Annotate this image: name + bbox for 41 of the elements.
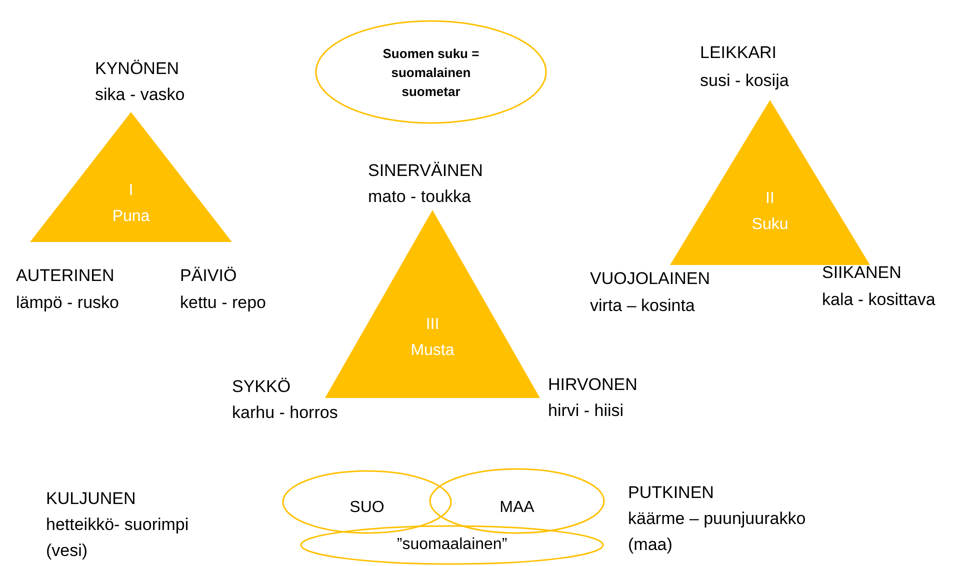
clan-label: VUOJOLAINEN: [590, 268, 710, 290]
ellipse-label: SUO: [350, 498, 384, 518]
clan-label: AUTERINEN: [16, 265, 114, 287]
clan-label: KULJUNEN: [46, 488, 136, 510]
clan-label: hirvi - hiisi: [548, 400, 624, 422]
triangle-label: II: [766, 189, 774, 209]
triangle: [325, 210, 540, 398]
clan-label: kala - kosittava: [822, 289, 936, 311]
ellipse: [282, 470, 452, 534]
clan-label: lämpö - rusko: [16, 292, 119, 314]
clan-label: (vesi): [46, 540, 88, 562]
ellipse: [315, 20, 547, 124]
ellipse: [429, 468, 605, 534]
clan-label: hetteikkö- suorimpi: [46, 514, 189, 536]
clan-label: LEIKKARI: [700, 42, 777, 64]
triangle-label: Puna: [112, 207, 150, 227]
clan-label: mato - toukka: [368, 186, 471, 208]
clan-label: SINERVÄINEN: [368, 160, 483, 182]
ellipse-label: MAA: [500, 498, 534, 518]
clan-label: käärme – puunjuurakko: [628, 508, 806, 530]
clan-label: kettu - repo: [180, 292, 266, 314]
clan-label: sika - vasko: [95, 84, 185, 106]
clan-label: PUTKINEN: [628, 482, 714, 504]
triangle-label: Suku: [752, 215, 788, 235]
triangle: [30, 112, 232, 242]
clan-label: virta – kosinta: [590, 295, 695, 317]
ellipse: [300, 525, 604, 565]
ellipse-label: Suomen suku = suomalainen suometar: [382, 44, 480, 100]
clan-label: (maa): [628, 534, 672, 556]
ellipse-label: ”suomaalainen”: [396, 535, 508, 555]
clan-label: SYKKÖ: [232, 376, 291, 398]
clan-label: HIRVONEN: [548, 374, 638, 396]
triangle-label: Musta: [410, 341, 454, 361]
clan-label: KYNÖNEN: [95, 58, 180, 80]
clan-label: susi - kosija: [700, 70, 789, 92]
triangle: [670, 100, 870, 265]
triangle-label: I: [128, 181, 134, 201]
clan-label: SIIKANEN: [822, 262, 902, 284]
clan-label: karhu - horros: [232, 402, 338, 424]
triangle-label: III: [426, 315, 440, 335]
clan-label: PÄIVIÖ: [180, 265, 237, 287]
